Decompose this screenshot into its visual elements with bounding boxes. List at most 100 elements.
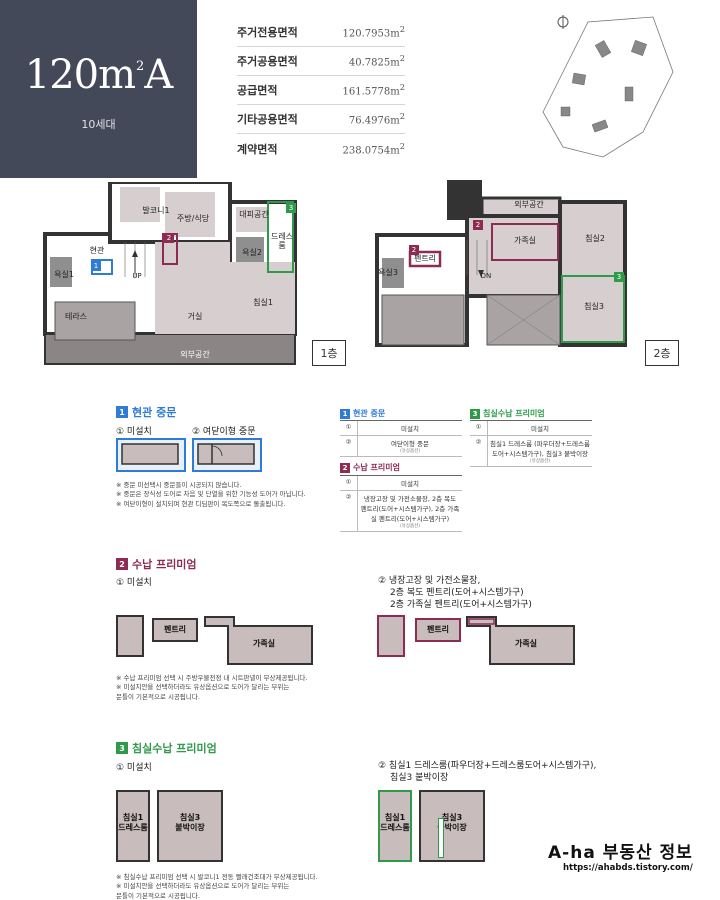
marker2-3: 3 (614, 272, 624, 282)
floor1-plan (43, 182, 297, 365)
section2-title: 2 수납 프리미엄 (116, 556, 197, 572)
room-bath2: 욕실2 (242, 248, 262, 257)
section1-title: 1 현관 중문 (116, 404, 176, 420)
section2-opt2-line: 2층 가족실 펜트리(도어+시스템가구) (390, 600, 532, 611)
watermark-url: https://ahabds.tistory.com/ (562, 863, 693, 873)
area-label: 주거공용면적 (237, 55, 298, 68)
unit-title-suffix: A (144, 52, 173, 98)
room-outside: 외부공간 (180, 350, 210, 359)
stair-up-label: UP (132, 272, 142, 280)
room-family: 가족실 (513, 236, 537, 245)
room-bed1: 침실1 (253, 298, 273, 307)
floor2-badge: 2층 (645, 340, 679, 366)
note-line: 문틀이 기본적으로 시공됩니다. (116, 891, 200, 900)
section1-notes: ※ 중문 미선택시 중문들이 시공되지 않습니다. ※ 중문은 장식성 도어로 … (116, 481, 336, 509)
marker-1: 1 (91, 261, 101, 271)
section1-title-text: 현관 중문 (132, 406, 177, 419)
section3-opt-bed3 (419, 790, 485, 862)
households-count: 10세대 (81, 118, 116, 131)
section1-plan-door (192, 438, 262, 472)
section2-opt1: ① 미설치 (116, 578, 152, 588)
section1-plan-none (116, 438, 186, 472)
summary2-number: 2 (340, 462, 350, 473)
section3-opt2-line: 침실3 붙박이장 (390, 773, 449, 784)
section3-opt-bed3-label: 침실3 붙박이장 (437, 813, 467, 832)
section3-title-text: 침실수납 프리미엄 (132, 742, 217, 755)
room-evacuation: 대피공간 (239, 210, 269, 219)
section2-opt2: ② 냉장고장 및 가전소물장, 2층 복도 펜트리(도어+시스템가구) 2층 가… (378, 575, 532, 611)
area-row: 주거공용면적 40.7825m2 (237, 47, 405, 76)
area-row: 기타공용면적 76.4976m2 (237, 105, 405, 134)
section3-none-bed3-label: 침실3 붙박이장 (175, 813, 205, 832)
stair-dn-label: DN (480, 272, 492, 280)
section3-opt-bed1 (378, 790, 412, 862)
section2-opt-pantry (415, 618, 461, 642)
room-kitchen: 주방/식당 (176, 214, 210, 223)
note-line: ※ 미설치안을 선택하더라도 유상옵션으로 도어가 달리는 부위는 (116, 882, 290, 891)
section1-number: 1 (116, 406, 128, 418)
section3-opt1: ① 미설치 (116, 763, 152, 773)
summary2-title-text: 수납 프리미엄 (353, 463, 400, 472)
room-entrance: 현관 (89, 246, 105, 255)
area-value: 238.0754m2 (342, 140, 405, 157)
section2-none-pantry (152, 618, 198, 642)
summary1-number: 1 (340, 408, 350, 419)
note-line: ※ 수납 프리미엄 선택 시 주방우물전정 내 시트판넬이 무상제공됩니다. (116, 674, 308, 682)
room-pantry: 펜트리 (413, 254, 437, 263)
area-value: 76.4976m2 (348, 111, 405, 127)
section3-opt2: ② 침실1 드레스룸(파우더장+드레스룸도어+시스템가구), 침실3 붙박이장 (378, 760, 596, 784)
area-value: 120.7953m2 (342, 24, 405, 40)
note-line: ※ 중문 미선택시 중문들이 시공되지 않습니다. (116, 481, 242, 489)
section3-opt2-line: ② 침실1 드레스룸(파우더장+드레스룸도어+시스템가구), (378, 761, 597, 771)
section3-opt-bed1-label: 침실1 드레스룸 (380, 813, 410, 832)
room-balcony1: 발코니1 (142, 206, 170, 215)
marker2-2b: 2 (473, 220, 483, 230)
section2-opt-fridge (377, 615, 405, 657)
note-line: ※ 미설치안을 선택하더라도 유상옵션으로 도어가 달리는 부위는 (116, 683, 290, 692)
section3-closet-mark (438, 818, 444, 858)
watermark: A-ha 부동산 정보 https://ahabds.tistory.com/ (548, 838, 693, 873)
marker2-2a: 2 (409, 245, 419, 255)
summary1-title-text: 현관 중문 (353, 409, 386, 418)
floor1-badge: 1층 (312, 340, 346, 366)
note-line: ※ 침실수납 프리미엄 선택 시 발코니1 전동 빨래건조대가 무상제공됩니다. (116, 873, 318, 881)
area-label: 기타공용면적 (237, 113, 298, 126)
note-line: ※ 중문은 장식성 도어로 차음 및 단열을 위한 기능성 도어가 아닙니다. (116, 490, 306, 499)
note-line: 문틀이 기본적으로 시공됩니다. (116, 692, 200, 701)
summary3-title-text: 침실수납 프리미엄 (483, 409, 545, 418)
room-bath1: 욕실1 (54, 270, 74, 279)
section2-none-pantry-label: 펜트리 (163, 625, 187, 635)
section2-none-family-label: 가족실 (252, 639, 276, 649)
area-value: 161.5778m2 (342, 82, 405, 98)
section2-opt2-line: ② 냉장고장 및 가전소물장, (378, 576, 481, 586)
site-map (542, 15, 674, 158)
terrace-shape (54, 301, 136, 341)
section2-title-text: 수납 프리미엄 (132, 558, 197, 571)
room-bed2: 침실2 (585, 234, 605, 243)
area-value: 40.7825m2 (348, 53, 405, 69)
marker-2: 2 (164, 233, 174, 243)
marker-box-3 (267, 201, 294, 273)
marker-3: 3 (286, 203, 296, 213)
section2-opt-pantry-label: 펜트리 (426, 625, 450, 635)
section3-none-bed1-label: 침실1 드레스룸 (118, 813, 148, 832)
section2-opt2-line: 2층 복도 펜트리(도어+시스템가구) (390, 588, 524, 599)
room-dressroom: 드레스룸 (270, 232, 294, 251)
section2-number: 2 (116, 558, 128, 570)
section2-notes: ※ 수납 프리미엄 선택 시 주방우물전정 내 시트판넬이 무상제공됩니다. ※… (116, 674, 376, 702)
section3-none-bed3 (157, 790, 223, 862)
